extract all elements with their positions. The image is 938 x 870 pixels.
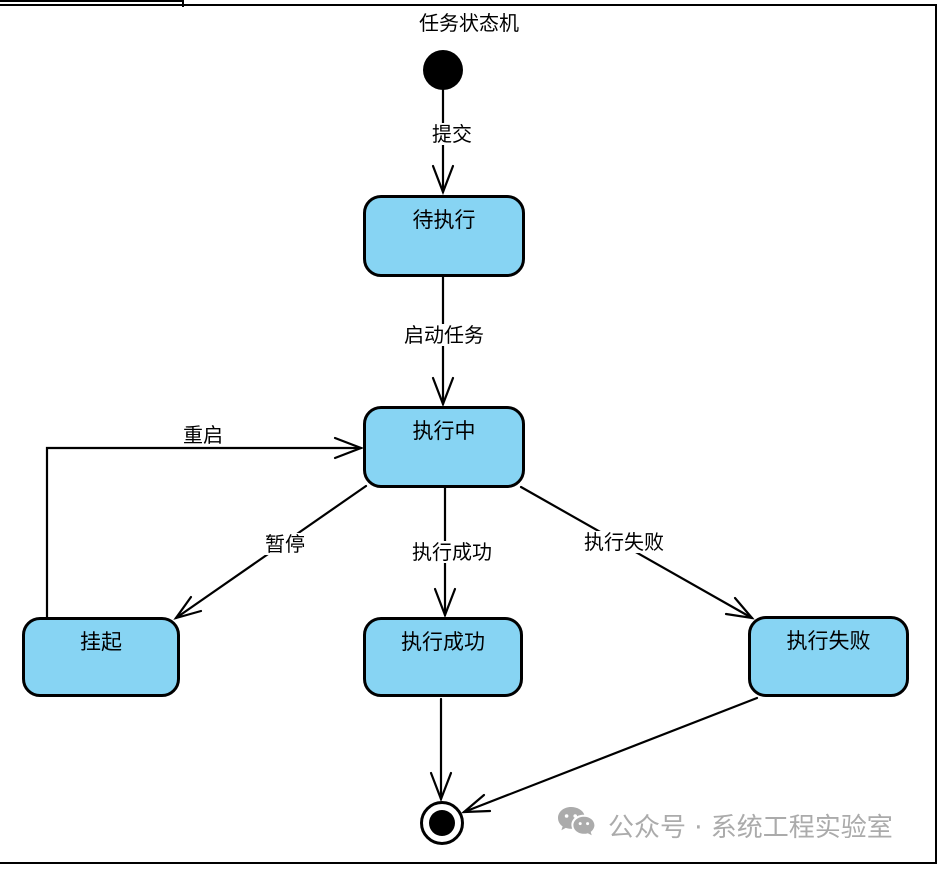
arrowhead-restart: [333, 436, 365, 460]
arrowhead-start: [431, 376, 455, 408]
frame-tab-edge: [0, 0, 184, 7]
state-failed: 执行失败: [748, 616, 909, 697]
final-state-inner-dot: [429, 810, 455, 836]
arrowhead-submit: [431, 164, 455, 196]
arrowhead-fail: [724, 596, 755, 620]
state-failed-label: 执行失败: [786, 629, 871, 653]
arrowhead-success-to-final: [429, 771, 453, 803]
arrowhead-succeed: [433, 587, 457, 619]
arrowhead-pause: [173, 595, 203, 620]
watermark: 公众号 · 系统工程实验室: [557, 806, 893, 844]
edge-restart: [45, 446, 363, 619]
transition-label-start: 启动任务: [394, 324, 494, 346]
state-pending-label: 待执行: [412, 208, 476, 232]
diagram-title: 任务状态机: [419, 11, 519, 35]
state-pending: 待执行: [363, 195, 525, 277]
transition-label-submit: 提交: [412, 123, 492, 145]
arrowhead-failed-to-final: [460, 793, 492, 814]
state-suspended: 挂起: [22, 617, 180, 697]
transition-label-restart: 重启: [173, 424, 233, 446]
state-suspended-label: 挂起: [80, 630, 122, 654]
wechat-icon: [558, 807, 595, 836]
transition-label-pause: 暂停: [255, 533, 315, 555]
state-running: 执行中: [363, 406, 525, 488]
edge-failed-to-final: [462, 696, 759, 814]
diagram-frame: [0, 4, 937, 864]
state-running-label: 执行中: [412, 419, 476, 443]
state-success: 执行成功: [363, 617, 523, 697]
transition-label-succeed: 执行成功: [402, 541, 502, 563]
final-state-node: [420, 801, 464, 845]
transition-label-fail: 执行失败: [574, 531, 674, 553]
initial-state-node: [423, 50, 463, 90]
state-success-label: 执行成功: [401, 630, 485, 654]
watermark-text: 公众号 · 系统工程实验室: [608, 812, 893, 843]
